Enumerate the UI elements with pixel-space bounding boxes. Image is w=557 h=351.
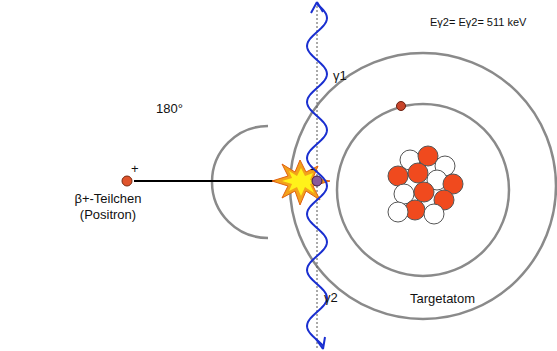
electron-dot bbox=[312, 176, 322, 186]
gamma-arrowhead bbox=[316, 337, 325, 349]
atom-label: Targetatom bbox=[410, 291, 475, 307]
particle-label: β+-Teilchen (Positron) bbox=[62, 191, 154, 222]
shell-electron bbox=[397, 102, 406, 111]
charge-label: + bbox=[131, 161, 139, 177]
outer-shell bbox=[290, 53, 556, 319]
positron-dot bbox=[122, 176, 132, 186]
gamma-arrowhead bbox=[311, 2, 323, 13]
gamma-label: γ2 bbox=[324, 290, 338, 306]
charge-label: - bbox=[310, 161, 314, 177]
inner-shell bbox=[337, 104, 509, 276]
nucleus bbox=[388, 146, 463, 224]
angle-label: 180° bbox=[156, 101, 183, 117]
gamma-label: γ1 bbox=[333, 68, 347, 84]
energy-label: Eγ2= Eγ2= 511 keV bbox=[430, 16, 526, 29]
annihilation-core bbox=[282, 168, 321, 196]
annihilation-flash bbox=[272, 160, 330, 205]
